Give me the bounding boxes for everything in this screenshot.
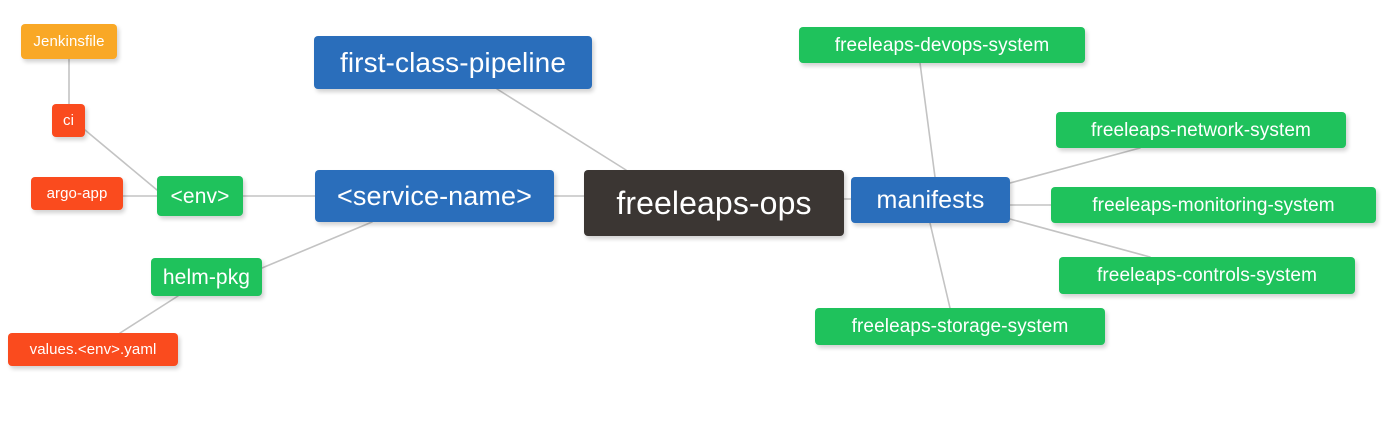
node-label-helm-pkg: helm-pkg <box>162 265 251 289</box>
edge-manifests-to-freeleaps-controls-system <box>1009 218 1151 258</box>
node-freeleaps-monitoring-system[interactable]: freeleaps-monitoring-system <box>1051 187 1376 223</box>
node-label-freeleaps-storage-system: freeleaps-storage-system <box>851 316 1069 337</box>
edge-first-class-pipeline-to-freeleaps-ops <box>496 88 627 171</box>
edge-manifests-to-freeleaps-devops-system <box>919 62 936 178</box>
node-freeleaps-devops-system[interactable]: freeleaps-devops-system <box>799 27 1085 63</box>
node-service-name[interactable]: <service-name> <box>315 170 554 222</box>
node-label-first-class-pipeline: first-class-pipeline <box>339 46 567 78</box>
node-label-freeleaps-ops: freeleaps-ops <box>616 185 812 221</box>
node-label-manifests: manifests <box>876 185 985 214</box>
node-env[interactable]: <env> <box>157 176 243 216</box>
edge-manifests-to-freeleaps-network-system <box>1009 147 1141 184</box>
node-values-yaml[interactable]: values.<env>.yaml <box>8 333 178 366</box>
node-helm-pkg[interactable]: helm-pkg <box>151 258 262 296</box>
node-label-argo-app: argo-app <box>46 185 108 202</box>
node-manifests[interactable]: manifests <box>851 177 1010 223</box>
edge-helm-pkg-to-values-yaml <box>119 295 179 334</box>
node-label-freeleaps-devops-system: freeleaps-devops-system <box>834 34 1050 56</box>
node-jenkinsfile[interactable]: Jenkinsfile <box>21 24 117 59</box>
edge-manifests-to-freeleaps-storage-system <box>929 222 951 309</box>
node-label-freeleaps-network-system: freeleaps-network-system <box>1091 119 1311 141</box>
node-label-env: <env> <box>170 184 230 208</box>
node-label-service-name: <service-name> <box>337 180 532 211</box>
node-freeleaps-ops[interactable]: freeleaps-ops <box>584 170 844 236</box>
node-label-freeleaps-monitoring-system: freeleaps-monitoring-system <box>1092 194 1335 216</box>
node-argo-app[interactable]: argo-app <box>31 177 123 210</box>
node-label-ci: ci <box>62 112 75 129</box>
node-label-freeleaps-controls-system: freeleaps-controls-system <box>1096 265 1318 286</box>
node-label-jenkinsfile: Jenkinsfile <box>33 33 105 50</box>
node-ci[interactable]: ci <box>52 104 85 137</box>
edge-service-name-to-helm-pkg <box>261 221 373 269</box>
node-freeleaps-network-system[interactable]: freeleaps-network-system <box>1056 112 1346 148</box>
node-freeleaps-controls-system[interactable]: freeleaps-controls-system <box>1059 257 1355 294</box>
node-label-values-yaml: values.<env>.yaml <box>29 341 157 358</box>
node-first-class-pipeline[interactable]: first-class-pipeline <box>314 36 592 89</box>
node-freeleaps-storage-system[interactable]: freeleaps-storage-system <box>815 308 1105 345</box>
